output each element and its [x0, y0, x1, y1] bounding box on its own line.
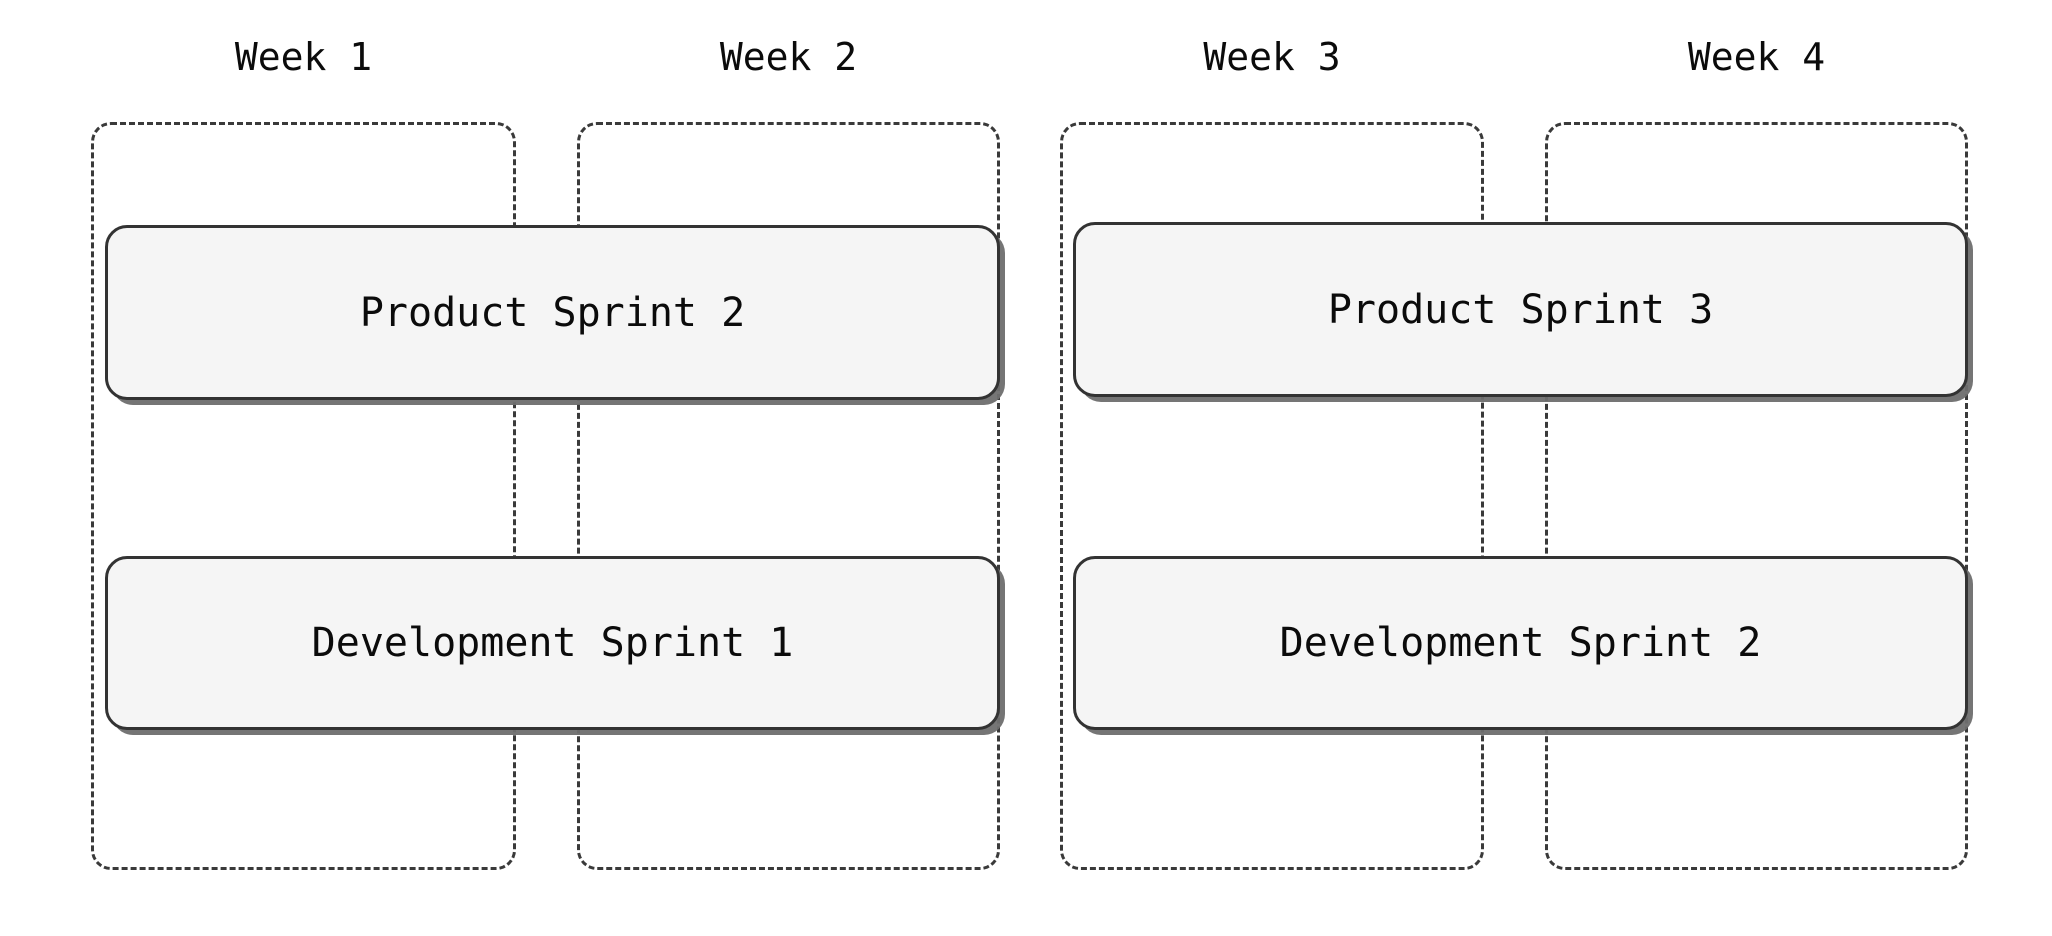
week-label-3: Week 3 [1203, 35, 1341, 79]
week-lane-3 [1060, 122, 1484, 870]
task-label-development-sprint-2: Development Sprint 2 [1279, 620, 1762, 666]
task-bar-product-sprint-2[interactable]: Product Sprint 2 [105, 225, 1000, 400]
week-lane-1 [91, 122, 516, 870]
week-lane-2 [577, 122, 1000, 870]
task-bar-product-sprint-3[interactable]: Product Sprint 3 [1073, 222, 1968, 397]
task-bar-development-sprint-2[interactable]: Development Sprint 2 [1073, 556, 1968, 730]
week-lane-4 [1545, 122, 1968, 870]
task-label-development-sprint-1: Development Sprint 1 [311, 620, 794, 666]
task-label-product-sprint-3: Product Sprint 3 [1327, 286, 1714, 333]
week-label-4: Week 4 [1687, 35, 1826, 79]
task-bar-development-sprint-1[interactable]: Development Sprint 1 [105, 556, 1000, 730]
task-label-product-sprint-2: Product Sprint 2 [359, 289, 746, 336]
week-label-1: Week 1 [234, 35, 373, 79]
week-label-2: Week 2 [719, 35, 858, 79]
